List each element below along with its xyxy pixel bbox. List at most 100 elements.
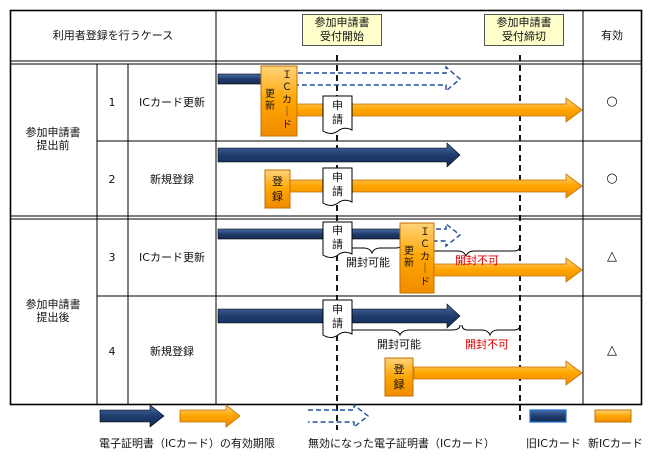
- row4-case: 新規登録: [150, 345, 194, 358]
- group-after-line2: 提出後: [36, 311, 70, 324]
- group-after-line1: 参加申請書: [25, 298, 81, 311]
- char: 申: [332, 99, 343, 112]
- start-header-line1: 参加申請書: [314, 16, 370, 29]
- row1-case: ICカード更新: [139, 96, 205, 109]
- char: カ: [282, 94, 292, 106]
- char: Ｃ: [282, 82, 292, 94]
- table-grid: [9, 9, 643, 406]
- char: 新: [265, 101, 275, 112]
- legend-invalid-label: 無効になった電子証明書（ICカード）: [308, 437, 495, 450]
- group-before-line1: 参加申請書: [25, 126, 81, 139]
- row1-new-arrow: [265, 97, 583, 123]
- row2-apply-text: 申 請: [323, 170, 352, 200]
- end-header-line1: 参加申請書: [496, 16, 552, 29]
- char: カ: [420, 251, 430, 263]
- char: 新: [404, 258, 414, 269]
- char: Ｉ: [420, 226, 430, 238]
- row3-ic-update-box: [399, 222, 435, 294]
- row1-number: 1: [108, 96, 116, 109]
- char: 請: [332, 185, 343, 198]
- legend-old-card-label: 旧ICカード: [526, 437, 581, 450]
- char: 申: [332, 224, 343, 237]
- row4-register-text: 登 録: [385, 360, 413, 394]
- row1-result: ○: [606, 94, 618, 109]
- legend-arrows: [99, 403, 632, 429]
- end-header-line2: 受付締切: [502, 30, 546, 43]
- row1-ic-update-col2: 更 新: [262, 70, 278, 132]
- row1-invalid-arrow: [266, 65, 462, 93]
- row2-result: ○: [606, 171, 618, 186]
- char: 更: [265, 89, 275, 100]
- char: ド: [420, 276, 430, 288]
- char: ド: [282, 119, 292, 131]
- char: 録: [272, 190, 283, 203]
- row3-openable-note: 開封可能: [346, 256, 390, 269]
- char: 請: [332, 238, 343, 251]
- row1-apply-text: 申 請: [323, 98, 352, 128]
- row2-apply-doc: [322, 167, 353, 206]
- char: 登: [272, 175, 283, 188]
- row4-openable-note: 開封可能: [377, 338, 421, 351]
- row2-case: 新規登録: [150, 173, 194, 186]
- legend-dashed-arrow: [308, 403, 370, 429]
- row2-register-box: [264, 169, 291, 209]
- row2-number: 2: [108, 173, 116, 186]
- apply-documents: [322, 95, 353, 338]
- row3-apply-text: 申 請: [323, 223, 352, 253]
- char: Ｃ: [420, 239, 430, 251]
- row4-apply-text: 申 請: [323, 302, 352, 332]
- char: 更: [404, 246, 414, 257]
- row4-apply-doc: [322, 299, 353, 338]
- valid-header: 有効: [601, 29, 623, 42]
- row3-case: ICカード更新: [139, 251, 205, 264]
- legend-new-card: [594, 409, 632, 423]
- row4-new-arrow: [413, 360, 583, 386]
- char: 録: [393, 378, 405, 391]
- end-header-box: 参加申請書 受付締切: [484, 14, 564, 46]
- row2-old-arrow: [217, 142, 461, 168]
- row3-ic-update-col2: 更 新: [401, 227, 417, 289]
- orange-boxes: [260, 65, 435, 397]
- char: Ｉ: [282, 69, 292, 81]
- char: ｜: [420, 264, 430, 276]
- row3-ic-update-col1: Ｉ Ｃ カ ｜ ド: [417, 225, 433, 291]
- start-header-box: 参加申請書 受付開始: [302, 14, 382, 46]
- group-before: 参加申請書 提出前: [26, 126, 81, 152]
- legend-blue-arrow: [99, 404, 165, 428]
- row4-result: △: [607, 343, 617, 358]
- row1-old-bar: [217, 73, 265, 85]
- char: 請: [332, 317, 343, 330]
- row3-old-bar: [217, 228, 403, 240]
- legend-orange-arrow: [179, 404, 241, 428]
- char: ｜: [282, 107, 292, 119]
- row3-invalid-arrow: [404, 222, 462, 248]
- char: 申: [332, 303, 343, 316]
- outer-frame: [9, 9, 643, 406]
- row4-register-box: [384, 357, 414, 397]
- row3-number: 3: [108, 251, 116, 264]
- char: 登: [393, 363, 405, 376]
- row1-ic-update-box: [260, 65, 298, 137]
- legend-validity-label: 電子証明書（ICカード）の有効期限: [99, 437, 275, 450]
- group-before-line2: 提出前: [36, 139, 70, 152]
- case-header: 利用者登録を行うケース: [52, 29, 174, 42]
- row2-arrows: [217, 142, 583, 199]
- row4-not-openable-note: 開封不可: [465, 338, 509, 351]
- row4-brace-not-openable: [461, 324, 521, 337]
- group-after: 参加申請書 提出後: [26, 298, 81, 324]
- legend-new-card-label: 新ICカード: [588, 437, 643, 450]
- row3-apply-doc: [322, 221, 353, 258]
- char: 申: [332, 171, 343, 184]
- char: 請: [332, 113, 343, 126]
- row1-ic-update-col1: Ｉ Ｃ カ ｜ ド: [279, 68, 295, 134]
- row4-number: 4: [108, 345, 116, 358]
- row1-apply-doc: [322, 95, 353, 134]
- row2-register-text: 登 録: [265, 172, 290, 206]
- start-header-line2: 受付開始: [320, 30, 364, 43]
- row3-result: △: [607, 249, 617, 264]
- row3-not-openable-note: 開封不可: [455, 254, 499, 267]
- row4-brace-openable: [338, 324, 461, 337]
- legend-old-card: [529, 409, 567, 423]
